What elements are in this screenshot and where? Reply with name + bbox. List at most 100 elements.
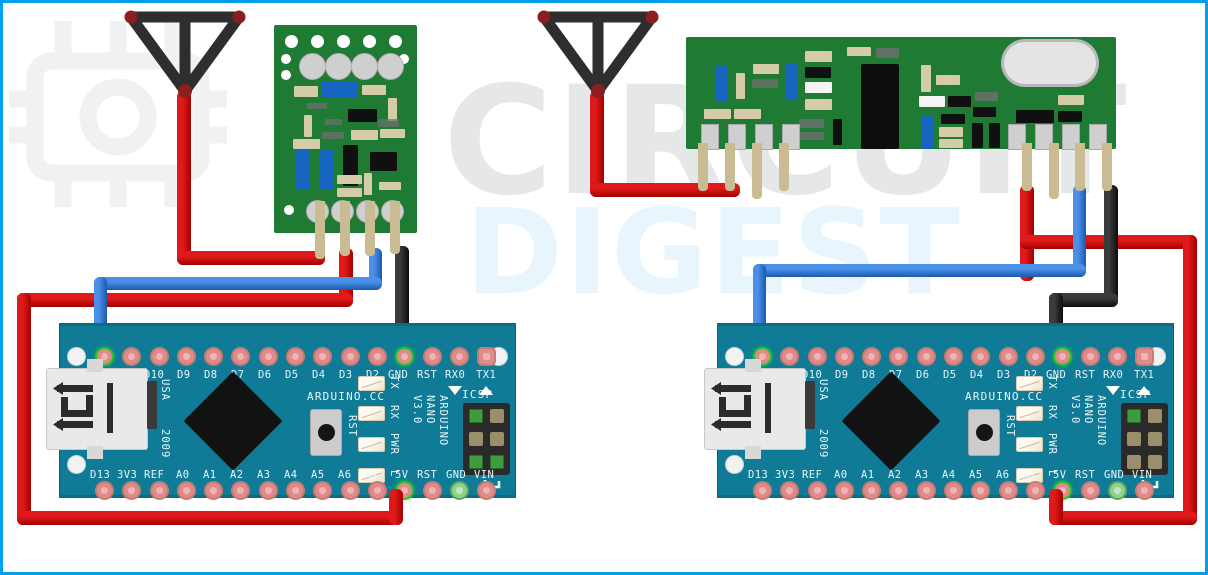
pin-A6[interactable] (1000, 483, 1016, 498)
pin-REF[interactable] (151, 483, 167, 498)
usb-mini-connector[interactable] (47, 359, 147, 459)
pin-A3[interactable] (260, 483, 276, 498)
rx-arrow-icon (448, 386, 462, 395)
pin-D13[interactable] (97, 483, 112, 498)
pin-D5[interactable] (288, 349, 304, 364)
pin-label-D9: D9 (835, 369, 849, 381)
header-top-right[interactable] (755, 349, 1153, 364)
pin-D11[interactable] (124, 349, 140, 364)
pin-label-A5: A5 (969, 469, 983, 481)
pin-D8[interactable] (864, 349, 880, 364)
pin-RST-top[interactable] (424, 349, 440, 364)
icsp-header[interactable] (463, 403, 510, 475)
pin-A2[interactable] (891, 483, 907, 498)
pin-VIN[interactable] (1137, 483, 1153, 498)
pin-A3[interactable] (918, 483, 934, 498)
header-bottom-right[interactable] (755, 483, 1153, 498)
pin-REF[interactable] (809, 483, 825, 498)
pin-D7[interactable] (233, 349, 249, 364)
pin-TX1[interactable] (479, 349, 495, 364)
pin-A0[interactable] (836, 483, 852, 498)
board-country: USA (159, 379, 171, 401)
wire-rx-data-vertical (1073, 185, 1086, 277)
pin-D2[interactable] (1027, 349, 1043, 364)
pin-D7[interactable] (891, 349, 907, 364)
pin-D4[interactable] (315, 349, 331, 364)
reset-label: RST (346, 415, 358, 437)
pin-3V3[interactable] (782, 483, 798, 498)
pin-D10[interactable] (151, 349, 167, 364)
pin-D9[interactable] (836, 349, 852, 364)
pin-D8[interactable] (206, 349, 222, 364)
rx-pin-nc1 (725, 143, 735, 191)
pin-A6[interactable] (342, 483, 358, 498)
pin-TX1[interactable] (1137, 349, 1153, 364)
pin-D3[interactable] (342, 349, 358, 364)
pin-GND-top[interactable] (397, 349, 413, 364)
brand-nano: NANO (1082, 395, 1094, 425)
wire-rx-vcc-right-drop (1183, 235, 1197, 525)
header-top-left[interactable] (97, 349, 495, 364)
tx-arrow-icon (1137, 386, 1151, 395)
pin-A4[interactable] (946, 483, 962, 498)
tx-pin-ant (315, 201, 325, 259)
pin-RST-bottom[interactable] (424, 483, 440, 498)
pin-A7[interactable] (1027, 483, 1043, 498)
pin-D3[interactable] (1000, 349, 1016, 364)
led-pwr (359, 438, 384, 451)
led-label-rx: RX (388, 405, 400, 420)
pin-A1[interactable] (206, 483, 222, 498)
pin-VIN[interactable] (479, 483, 495, 498)
icsp-header[interactable] (1121, 403, 1168, 475)
pin-D5[interactable] (946, 349, 962, 364)
pin-A7[interactable] (369, 483, 385, 498)
arduino-nano-right[interactable]: D12 D11 D10 D9 D8 D7 D6 D5 D4 D3 D2 GND … (705, 323, 1174, 498)
pin-label-GND-top: GND (388, 369, 409, 381)
pin-label-3V3: 3V3 (775, 469, 796, 481)
pin-D2[interactable] (369, 349, 385, 364)
pin-D9[interactable] (178, 349, 194, 364)
pin-label-D5: D5 (285, 369, 299, 381)
usb-mini-connector[interactable] (705, 359, 805, 459)
pin-GND-bottom[interactable] (1109, 483, 1125, 498)
pin-label-3V3: 3V3 (117, 469, 138, 481)
pin-RX0[interactable] (451, 349, 467, 364)
pin-D4[interactable] (973, 349, 989, 364)
pin-A5[interactable] (315, 483, 331, 498)
rx-pin-nc3 (779, 143, 789, 191)
pin-label-GND-bottom: GND (1104, 469, 1125, 481)
pin-RX0[interactable] (1109, 349, 1125, 364)
pin-GND-bottom[interactable] (451, 483, 467, 498)
pin-D10[interactable] (809, 349, 825, 364)
reset-button[interactable] (969, 410, 999, 455)
led-tx (1017, 377, 1042, 390)
pin-RST-bottom[interactable] (1082, 483, 1098, 498)
pin-label-D10: D10 (802, 369, 823, 381)
wire-rx-vcc-bottom-run (1049, 511, 1197, 525)
pin-label-A4: A4 (284, 469, 298, 481)
pin-A1[interactable] (864, 483, 880, 498)
brand-version: V3.0 (1069, 395, 1081, 425)
wire-tx-vcc-horizontal (17, 293, 353, 307)
pin-3V3[interactable] (124, 483, 140, 498)
pin-GND-top[interactable] (1055, 349, 1071, 364)
pin-D6[interactable] (918, 349, 934, 364)
pin-A5[interactable] (973, 483, 989, 498)
pin-label-D9: D9 (177, 369, 191, 381)
pin-D13[interactable] (755, 483, 770, 498)
led-label-pwr: PWR (1046, 433, 1058, 455)
header-bottom-left[interactable] (97, 483, 495, 498)
pin-A0[interactable] (178, 483, 194, 498)
pin-label-A3: A3 (915, 469, 929, 481)
pin-A2[interactable] (233, 483, 249, 498)
pin-label-REF: REF (802, 469, 823, 481)
pin-RST-top[interactable] (1082, 349, 1098, 364)
pin-D11[interactable] (782, 349, 798, 364)
pin-label-A1: A1 (203, 469, 217, 481)
wire-antenna-tx-horizontal (177, 251, 325, 265)
reset-button[interactable] (311, 410, 341, 455)
pin-D6[interactable] (260, 349, 276, 364)
arduino-nano-left[interactable]: D12 D11 D10 D9 D8 D7 D6 D5 D4 D3 D2 GND … (47, 323, 516, 498)
pin-A4[interactable] (288, 483, 304, 498)
wire-cap-tx-5v (389, 489, 403, 515)
